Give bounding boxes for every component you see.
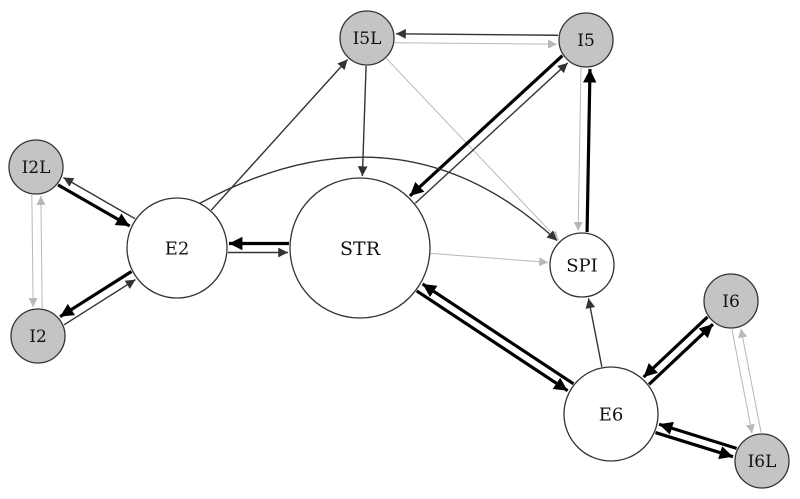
- edge-i6l-to-e6: [658, 421, 738, 450]
- node-i6: I6: [703, 273, 759, 329]
- edge-str-to-e6: [415, 289, 569, 393]
- edge-i2-to-i2l: [36, 195, 46, 308]
- node-circle-e2: [126, 197, 228, 299]
- node-i5l: I5L: [339, 10, 395, 66]
- edge-i6l-to-i6: [738, 328, 762, 433]
- node-label-str: STR: [340, 238, 381, 260]
- edge-i2l-to-i2: [28, 195, 38, 308]
- node-spi: SPI: [549, 232, 615, 298]
- node-i2: I2: [10, 308, 66, 364]
- edge-e2-to-spi: [199, 156, 558, 242]
- edge-i5-to-spi: [573, 67, 583, 231]
- node-str: STR: [289, 177, 431, 319]
- edge-e2-to-i5l: [210, 59, 349, 211]
- edge-i6-to-e6: [642, 315, 709, 379]
- node-circle-i2l: [8, 139, 64, 195]
- node-circle-i6l: [734, 433, 790, 489]
- node-e6: E6: [563, 366, 659, 462]
- node-label-i6l: I6L: [748, 452, 777, 472]
- node-label-i5: I5: [577, 31, 595, 51]
- node-label-spi: SPI: [566, 256, 598, 277]
- edge-i5l-to-i5: [394, 39, 557, 49]
- node-circle-str: [289, 177, 431, 319]
- edge-i2l-to-e2: [57, 183, 131, 228]
- edge-i2-to-e2: [63, 279, 136, 326]
- node-label-i5l: I5L: [353, 29, 382, 49]
- edge-i5-to-str: [408, 54, 564, 198]
- node-label-i6: I6: [722, 292, 740, 312]
- edge-e2-to-i2l: [63, 176, 136, 220]
- edge-e6-to-i6: [647, 322, 715, 386]
- node-circle-i5: [558, 12, 614, 68]
- node-circle-spi: [549, 232, 615, 298]
- node-circle-i5l: [339, 10, 395, 66]
- edge-i5l-to-str: [357, 65, 368, 177]
- node-i2l: I2L: [8, 139, 64, 195]
- edge-e6-to-spi: [585, 298, 603, 368]
- edge-spi-to-i5: [583, 69, 597, 233]
- node-circle-e6: [563, 366, 659, 462]
- node-e2: E2: [126, 197, 228, 299]
- node-i6l: I6L: [734, 433, 790, 489]
- node-circle-i6: [703, 273, 759, 329]
- node-label-i2: I2: [29, 327, 47, 347]
- node-circle-i2: [10, 308, 66, 364]
- node-label-e6: E6: [599, 405, 624, 426]
- edge-str-to-i5: [414, 62, 569, 204]
- edge-str-to-spi: [430, 252, 549, 267]
- node-label-i2l: I2L: [22, 158, 51, 178]
- edge-e6-to-i6l: [655, 431, 734, 460]
- edge-e6-to-str: [421, 282, 575, 386]
- node-i5: I5: [558, 12, 614, 68]
- edge-i6-to-i6l: [731, 329, 755, 434]
- edge-e2-to-i2: [59, 270, 133, 319]
- edge-i5-to-i5l: [396, 28, 559, 39]
- edge-layer: [28, 28, 762, 460]
- node-label-e2: E2: [165, 239, 190, 260]
- edge-i5l-to-spi: [385, 57, 559, 241]
